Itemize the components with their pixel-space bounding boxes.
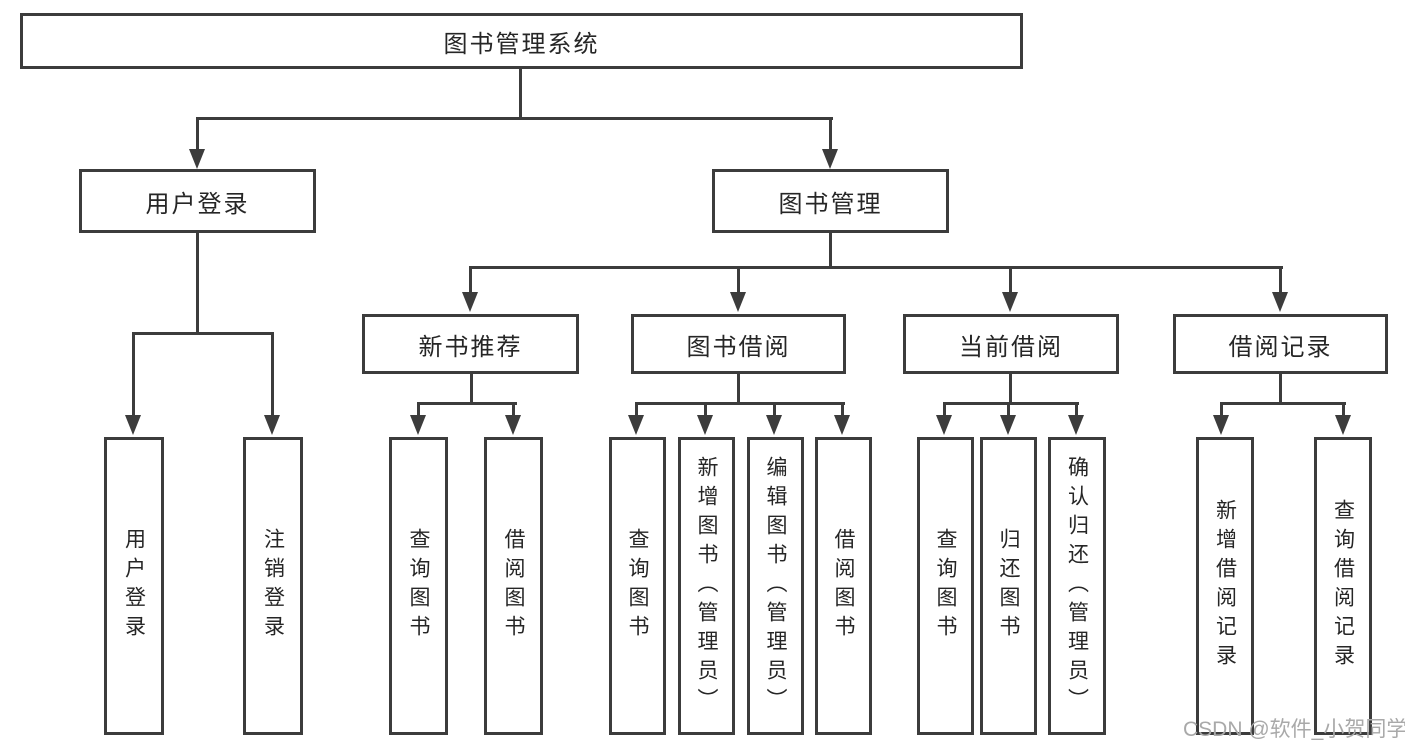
arrow-down-icon bbox=[1002, 292, 1018, 312]
connector-current-borrow-stem bbox=[1009, 374, 1012, 405]
node-leaf-borrow-edit-book-label: 编辑图书（管理员） bbox=[764, 455, 787, 717]
node-leaf-newbook-query-label: 查询图书 bbox=[407, 528, 430, 644]
node-new-book-recommend: 新书推荐 bbox=[362, 314, 579, 374]
node-book-borrow-label: 图书借阅 bbox=[686, 333, 791, 361]
node-leaf-records-add: 新增借阅记录 bbox=[1196, 437, 1254, 735]
connector-user-login-stem bbox=[196, 233, 199, 335]
connector-current-borrow-drop-3 bbox=[1075, 402, 1078, 417]
connector-new-book-drop-1 bbox=[417, 402, 420, 417]
arrow-down-icon bbox=[1213, 415, 1229, 435]
connector-book-borrow-drop-2 bbox=[704, 402, 707, 417]
arrow-down-icon bbox=[1000, 415, 1016, 435]
connector-book-mgmt-stem bbox=[829, 233, 832, 269]
connector-current-borrow-drop-1 bbox=[943, 402, 946, 417]
arrow-down-icon bbox=[834, 415, 850, 435]
connector-root-left-drop bbox=[196, 117, 199, 151]
node-book-management-label: 图书管理 bbox=[778, 190, 883, 218]
connector-book-mgmt-split bbox=[469, 266, 1283, 269]
node-book-borrow: 图书借阅 bbox=[631, 314, 846, 374]
node-leaf-current-return: 归还图书 bbox=[980, 437, 1037, 735]
arrow-down-icon bbox=[410, 415, 426, 435]
connector-root-stem bbox=[519, 69, 522, 119]
connector-new-book-stem bbox=[470, 374, 473, 405]
node-leaf-current-confirm-return: 确认归还（管理员） bbox=[1048, 437, 1106, 735]
connector-new-book-drop-2 bbox=[512, 402, 515, 417]
node-book-management: 图书管理 bbox=[712, 169, 949, 233]
node-leaf-borrow-query: 查询图书 bbox=[609, 437, 666, 735]
arrow-down-icon bbox=[697, 415, 713, 435]
arrow-down-icon bbox=[936, 415, 952, 435]
node-leaf-borrow-add-book: 新增图书（管理员） bbox=[678, 437, 735, 735]
node-leaf-borrow-borrow-book: 借阅图书 bbox=[815, 437, 872, 735]
arrow-down-icon bbox=[1335, 415, 1351, 435]
arrow-down-icon bbox=[822, 149, 838, 169]
connector-new-book-split bbox=[417, 402, 517, 405]
node-leaf-borrow-edit-book: 编辑图书（管理员） bbox=[747, 437, 804, 735]
node-current-borrow: 当前借阅 bbox=[903, 314, 1119, 374]
connector-user-login-split bbox=[132, 332, 274, 335]
node-leaf-borrow-add-book-label: 新增图书（管理员） bbox=[695, 455, 718, 717]
node-borrow-records: 借阅记录 bbox=[1173, 314, 1388, 374]
node-leaf-records-query-label: 查询借阅记录 bbox=[1331, 499, 1355, 673]
node-leaf-newbook-borrow-label: 借阅图书 bbox=[502, 528, 525, 644]
arrow-down-icon bbox=[766, 415, 782, 435]
connector-book-borrow-drop-4 bbox=[841, 402, 844, 417]
connector-book-mgmt-drop-1 bbox=[469, 266, 472, 294]
node-leaf-current-return-label: 归还图书 bbox=[997, 528, 1020, 644]
connector-user-login-drop-2 bbox=[271, 332, 274, 417]
connector-book-mgmt-drop-2 bbox=[737, 266, 740, 294]
connector-book-borrow-split bbox=[635, 402, 845, 405]
arrow-down-icon bbox=[1272, 292, 1288, 312]
node-root: 图书管理系统 bbox=[20, 13, 1023, 69]
arrow-down-icon bbox=[1068, 415, 1084, 435]
node-new-book-recommend-label: 新书推荐 bbox=[418, 333, 523, 361]
connector-borrow-records-split bbox=[1220, 402, 1346, 405]
arrow-down-icon bbox=[264, 415, 280, 435]
arrow-down-icon bbox=[628, 415, 644, 435]
node-leaf-current-query-label: 查询图书 bbox=[934, 528, 957, 644]
connector-root-right-drop bbox=[829, 117, 832, 151]
node-leaf-newbook-query: 查询图书 bbox=[389, 437, 448, 735]
node-user-login-label: 用户登录 bbox=[145, 190, 250, 218]
node-borrow-records-label: 借阅记录 bbox=[1228, 333, 1333, 361]
connector-book-borrow-stem bbox=[737, 374, 740, 405]
node-leaf-current-confirm-return-label: 确认归还（管理员） bbox=[1065, 455, 1089, 717]
connector-book-borrow-drop-3 bbox=[773, 402, 776, 417]
node-leaf-borrow-query-label: 查询图书 bbox=[626, 528, 649, 644]
node-leaf-user-login-label: 用户登录 bbox=[122, 528, 146, 644]
arrow-down-icon bbox=[730, 292, 746, 312]
arrow-down-icon bbox=[462, 292, 478, 312]
node-current-borrow-label: 当前借阅 bbox=[959, 333, 1063, 361]
node-leaf-user-login: 用户登录 bbox=[104, 437, 164, 735]
node-leaf-records-add-label: 新增借阅记录 bbox=[1213, 499, 1237, 673]
connector-borrow-records-stem bbox=[1279, 374, 1282, 405]
connector-book-mgmt-drop-4 bbox=[1279, 266, 1282, 294]
node-leaf-logout-label: 注销登录 bbox=[261, 528, 285, 644]
connector-borrow-records-drop-2 bbox=[1342, 402, 1345, 417]
node-leaf-records-query: 查询借阅记录 bbox=[1314, 437, 1372, 735]
arrow-down-icon bbox=[125, 415, 141, 435]
connector-book-mgmt-drop-3 bbox=[1009, 266, 1012, 294]
node-leaf-newbook-borrow: 借阅图书 bbox=[484, 437, 543, 735]
arrow-down-icon bbox=[505, 415, 521, 435]
connector-current-borrow-split bbox=[943, 402, 1079, 405]
watermark: CSDN @软件_小贺同学 bbox=[1183, 718, 1405, 741]
node-leaf-borrow-borrow-book-label: 借阅图书 bbox=[832, 528, 855, 644]
node-leaf-logout: 注销登录 bbox=[243, 437, 303, 735]
connector-user-login-drop-1 bbox=[132, 332, 135, 417]
connector-book-borrow-drop-1 bbox=[635, 402, 638, 417]
connector-borrow-records-drop-1 bbox=[1220, 402, 1223, 417]
arrow-down-icon bbox=[189, 149, 205, 169]
connector-current-borrow-drop-2 bbox=[1007, 402, 1010, 417]
node-root-label: 图书管理系统 bbox=[443, 30, 600, 58]
connector-root-split bbox=[196, 117, 833, 120]
node-leaf-current-query: 查询图书 bbox=[917, 437, 974, 735]
node-user-login: 用户登录 bbox=[79, 169, 316, 233]
